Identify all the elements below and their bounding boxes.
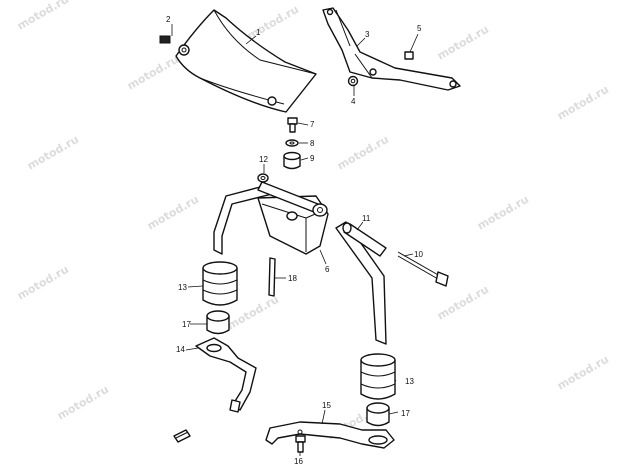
watermark: motod.ru: [145, 193, 201, 233]
watermark: motod.ru: [125, 53, 181, 93]
part-14-bracket: [195, 337, 257, 413]
part-6-frame: [213, 181, 387, 345]
part-11-sleeve: [342, 222, 387, 257]
callout-6: 6: [325, 265, 330, 274]
callout-15: 15: [322, 401, 331, 410]
callout-14: 14: [176, 345, 185, 354]
part-18-pin: [268, 257, 276, 297]
callout-1: 1: [256, 28, 261, 37]
part-4-nut: [347, 75, 359, 87]
part-3-bracket: [322, 7, 461, 91]
part-5-nut: [404, 51, 414, 60]
part-10-bolt: [397, 251, 449, 287]
watermark: motod.ru: [25, 133, 81, 173]
part-17-collar: [206, 310, 230, 335]
part-15-bracket: [265, 421, 395, 449]
watermark: motod.ru: [15, 0, 71, 33]
watermark: motod.ru: [555, 353, 611, 393]
part-17-collar: [366, 402, 390, 427]
watermark: motod.ru: [435, 23, 491, 63]
leader-lines: [171, 24, 419, 456]
callout-13: 13: [405, 377, 414, 386]
callout-8: 8: [310, 139, 315, 148]
callout-17: 17: [401, 409, 410, 418]
part-8-washer: [285, 139, 299, 147]
callouts: 1 2 3 4 5 6 7 8 9 10 11 12 13 13 14 15 1…: [166, 15, 423, 466]
watermark: motod.ru: [435, 283, 491, 323]
watermark: motod.ru: [555, 83, 611, 123]
callout-7: 7: [310, 120, 315, 129]
part-7-bolt: [287, 117, 298, 133]
callout-17: 17: [182, 320, 191, 329]
watermark: motod.ru: [55, 383, 111, 423]
callout-11: 11: [362, 214, 371, 223]
part-13-cushion: [202, 261, 238, 306]
watermark: motod.ru: [245, 3, 301, 43]
part-9-bushing: [283, 151, 301, 170]
callout-9: 9: [310, 154, 315, 163]
part-13-cushion: [360, 353, 396, 400]
part-16-bolt: [295, 435, 306, 453]
fastener-detail: [173, 429, 191, 443]
watermark: motod.ru: [335, 133, 391, 173]
watermark: motod.ru: [475, 193, 531, 233]
callout-3: 3: [365, 30, 370, 39]
callout-10: 10: [414, 250, 423, 259]
callout-4: 4: [351, 97, 356, 106]
callout-2: 2: [166, 15, 171, 24]
callout-5: 5: [417, 24, 422, 33]
part-12-ring: [257, 173, 269, 183]
callout-18: 18: [288, 274, 297, 283]
watermark: motod.ru: [15, 263, 71, 303]
part-1-cover: [175, 9, 317, 113]
callout-16: 16: [294, 457, 303, 466]
part-2-clip: [159, 35, 190, 56]
callout-13: 13: [178, 283, 187, 292]
callout-12: 12: [259, 155, 268, 164]
